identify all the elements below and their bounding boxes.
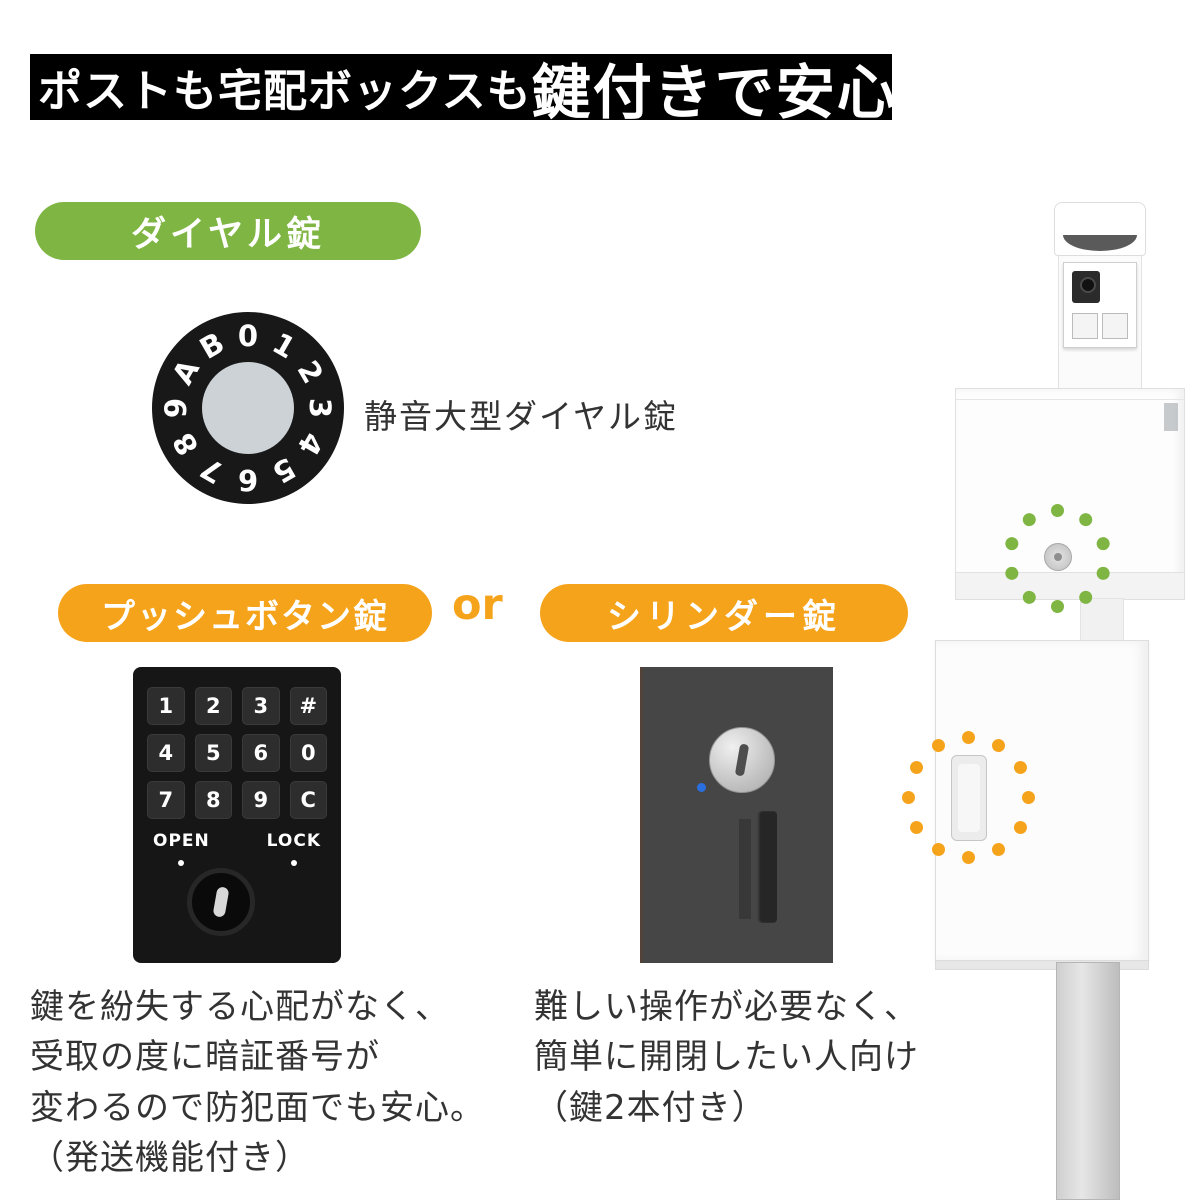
- open-led-icon: [178, 860, 184, 866]
- keyhole-slot: [212, 886, 229, 918]
- intercom-button: [1072, 313, 1098, 339]
- keypad-key: 8: [195, 781, 233, 819]
- door-handle-icon: [757, 811, 777, 923]
- mailbox-bottom-lip: [956, 572, 1184, 599]
- keypad-key: #: [290, 687, 328, 725]
- keypad-key: 0: [290, 734, 328, 772]
- cylinder-lock-badge: シリンダー錠: [540, 584, 908, 642]
- keyhole-icon: [187, 868, 255, 936]
- keypad-key: 4: [147, 734, 185, 772]
- description-line: 簡単に開閉したい人向け: [534, 1032, 919, 1082]
- headline-banner: ポストも宅配ボックスも鍵付きで安心: [30, 54, 892, 120]
- delivery-box-unit: [935, 640, 1149, 962]
- intercom-unit: [1063, 262, 1137, 348]
- lock-led-icon: [291, 860, 297, 866]
- open-label: OPEN: [153, 831, 210, 866]
- mailbox-lid-seam: [956, 399, 1184, 400]
- post-cap: [1054, 202, 1146, 256]
- or-label: or: [452, 580, 503, 630]
- keypad-key: 3: [242, 687, 280, 725]
- post-cap-shade: [1063, 235, 1137, 251]
- delivery-box-handle-icon: [951, 755, 987, 841]
- description-line: 難しい操作が必要なく、: [534, 982, 919, 1032]
- keypad-lock-photo: 1 2 3 # 4 5 6 0 7 8 9 C OPEN LOCK: [133, 667, 341, 963]
- door-handle-back: [739, 819, 751, 919]
- description-line: 変わるので防犯面でも安心。: [30, 1083, 485, 1133]
- description-line: 受取の度に暗証番号が: [30, 1032, 485, 1082]
- dial-caption: 静音大型ダイヤル錠: [364, 390, 678, 438]
- keypad-key: 6: [242, 734, 280, 772]
- mailbox-unit: [955, 388, 1185, 600]
- keypad-key: C: [290, 781, 328, 819]
- description-line: 鍵を紛失する心配がなく、: [30, 982, 485, 1032]
- push-lock-description: 鍵を紛失する心配がなく、 受取の度に暗証番号が 変わるので防犯面でも安心。 （発…: [30, 982, 485, 1183]
- intercom-camera-icon: [1072, 271, 1100, 303]
- intercom-button: [1102, 313, 1128, 339]
- push-button-lock-badge: プッシュボタン錠: [58, 584, 432, 642]
- mailbox-sticker: [1164, 403, 1178, 431]
- keypad-key: 5: [195, 734, 233, 772]
- dial-lock-badge: ダイヤル錠: [35, 202, 421, 260]
- keypad-key: 9: [242, 781, 280, 819]
- intercom-lens-icon: [1080, 277, 1096, 293]
- headline-emphasis: 鍵付きで安心: [532, 45, 898, 130]
- cylinder-slot: [735, 743, 749, 776]
- lock-label: LOCK: [267, 831, 321, 866]
- mailbox-dial-knob-icon: [1044, 543, 1072, 571]
- dial-center: [202, 362, 294, 454]
- blue-led-icon: [697, 783, 706, 792]
- description-line: （発送機能付き）: [30, 1133, 485, 1183]
- cylinder-lock-photo: [640, 667, 833, 963]
- pedestal: [1056, 962, 1120, 1200]
- description-line: （鍵2本付き）: [534, 1083, 919, 1133]
- keypad-key: 2: [195, 687, 233, 725]
- keypad-key: 1: [147, 687, 185, 725]
- keypad-key: 7: [147, 781, 185, 819]
- headline-prefix: ポストも宅配ボックスも: [38, 55, 532, 119]
- dial-lock-icon: 0 1 2 3 4 5 6 7 8 9 A B: [152, 312, 344, 504]
- keypad-keys: 1 2 3 # 4 5 6 0 7 8 9 C: [147, 687, 327, 819]
- cylinder-icon: [709, 727, 775, 793]
- cylinder-lock-description: 難しい操作が必要なく、 簡単に開閉したい人向け （鍵2本付き）: [534, 982, 919, 1133]
- keypad-mode-labels: OPEN LOCK: [133, 831, 341, 866]
- unit-connector: [1080, 598, 1124, 642]
